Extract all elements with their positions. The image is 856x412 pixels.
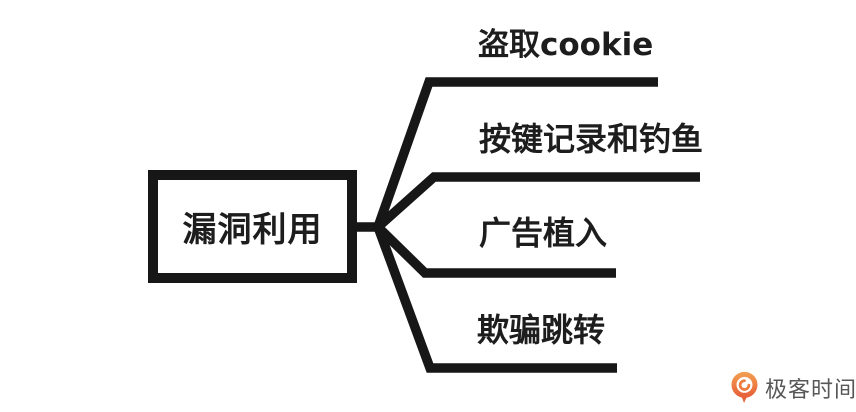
branch-connector-1	[373, 77, 658, 229]
branch-connector-2	[374, 172, 700, 231]
root-node-label: 漏洞利用	[182, 210, 323, 250]
geektime-logo-icon	[731, 371, 758, 404]
branch-connector-3	[374, 223, 616, 278]
branch-label-keylog-phishing: 按键记录和钓鱼	[479, 120, 704, 158]
root-node: 漏洞利用	[148, 170, 357, 283]
geektime-brand-text: 极客时间	[765, 378, 856, 403]
branch-label-ad-injection: 广告植入	[479, 214, 608, 252]
branch-connector-4	[373, 225, 617, 373]
geektime-watermark: 极客时间	[729, 371, 856, 405]
branch-label-steal-cookie: 盗取cookie	[478, 27, 654, 63]
branch-label-deceptive-redirect: 欺骗跳转	[477, 311, 606, 349]
